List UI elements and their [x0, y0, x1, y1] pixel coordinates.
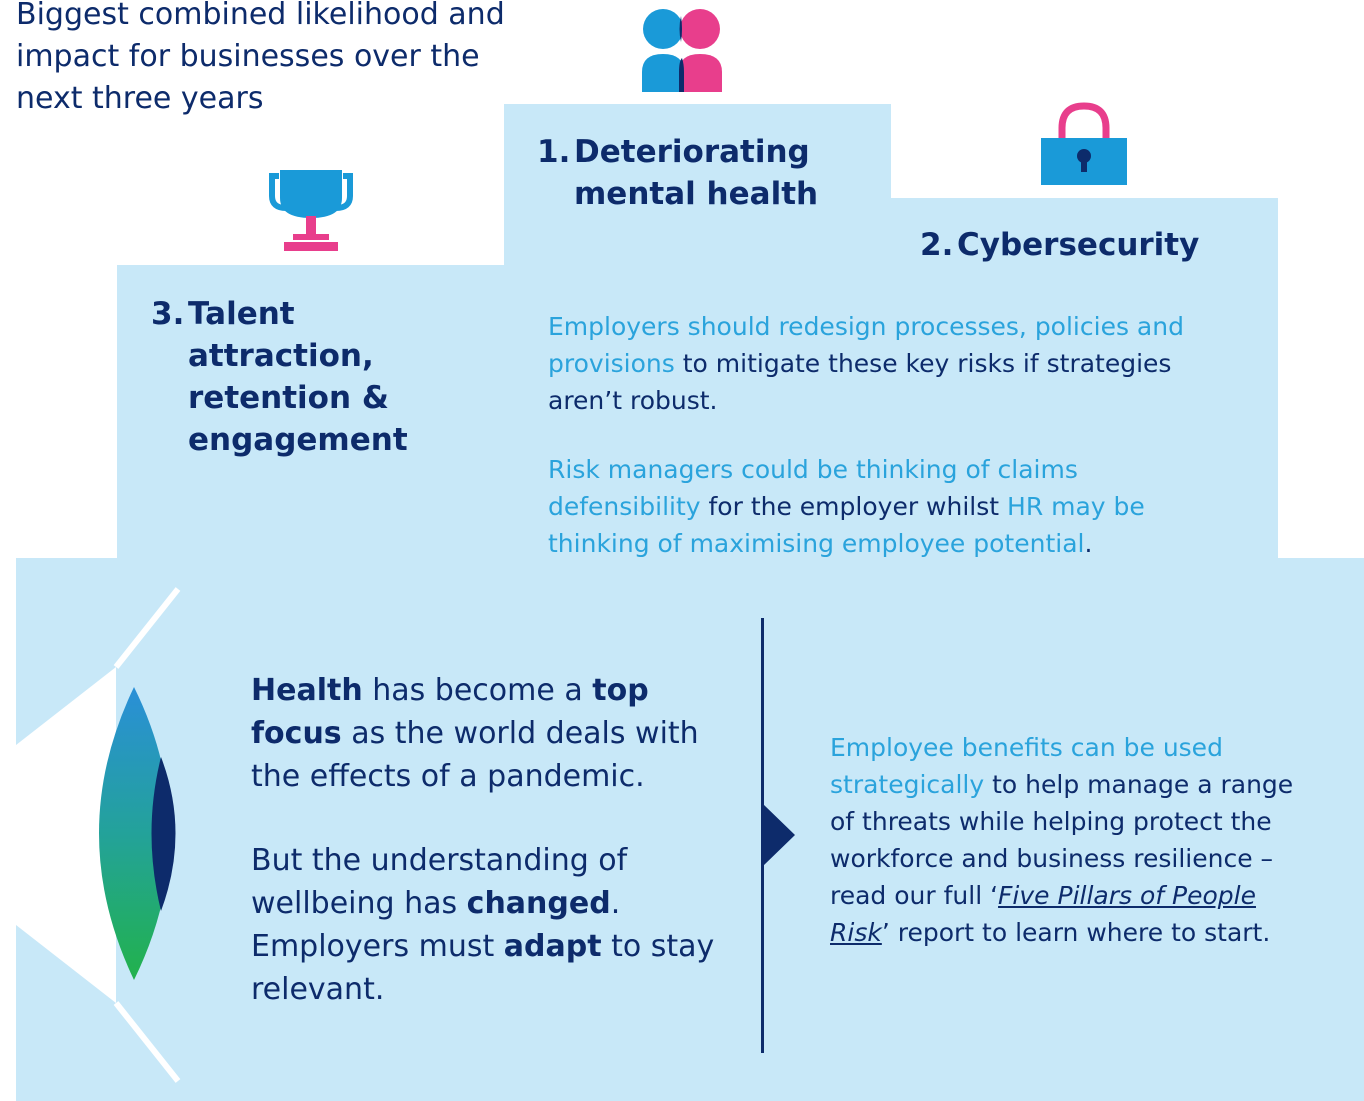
changed-bold: changed	[466, 886, 611, 921]
adapt-bold: adapt	[503, 929, 602, 964]
risk-1-title: 1. Deteriorating mental health	[537, 131, 837, 215]
bottom-panel	[16, 558, 1364, 1101]
top-focus-bold: top focus	[251, 673, 649, 751]
padlock-icon	[1041, 102, 1127, 185]
claims-paragraph: Risk managers could be thinking of claim…	[548, 451, 1208, 562]
benefits-paragraph: Employee benefits can be used strategica…	[830, 729, 1320, 951]
claims-text: for the employer whilst	[700, 492, 1008, 521]
podium-step-2	[891, 198, 1278, 564]
benefits-text-1: to help manage a range of threats while …	[830, 770, 1294, 910]
report-link[interactable]: Five Pillars of People Risk	[830, 881, 1256, 947]
podium-step-1	[504, 104, 891, 564]
risk-2-label: Cybersecurity	[957, 227, 1200, 263]
claims-highlight: Risk managers could be thinking of claim…	[548, 455, 1078, 521]
health-paragraph-1: Health has become a top focus as the wor…	[251, 669, 721, 798]
health-paragraph-2: But the understanding of wellbeing has c…	[251, 839, 721, 1011]
health-text-5: to stay relevant.	[251, 929, 715, 1007]
benefits-highlight: Employee benefits can be used strategica…	[830, 733, 1223, 799]
risk-1-label: Deteriorating mental health	[574, 134, 819, 212]
risk-2-title: 2. Cybersecurity	[920, 224, 1250, 266]
redesign-paragraph: Employers should redesign processes, pol…	[548, 308, 1208, 419]
health-text-4: . Employers must	[251, 886, 621, 964]
intro-heading: Biggest combined likelihood and impact f…	[16, 0, 505, 116]
risk-3-label: Talent attraction, retention & engagemen…	[188, 296, 408, 458]
health-text-2: as the world deals with the effects of a…	[251, 716, 699, 794]
risk-3-title: 3. Talent attraction, retention & engage…	[151, 293, 491, 461]
health-text-1: has become a	[362, 673, 593, 708]
eye-graphic	[16, 587, 181, 1083]
claims-end: .	[1084, 529, 1093, 558]
risk-2-rank: 2.	[920, 227, 954, 263]
health-bold: Health	[251, 673, 363, 708]
risk-3-rank: 3.	[151, 296, 185, 332]
risk-1-rank: 1.	[537, 134, 571, 170]
redesign-highlight: Employers should redesign processes, pol…	[548, 312, 1184, 378]
divider-line	[761, 618, 764, 1053]
trophy-icon	[269, 170, 353, 251]
people-icon	[642, 9, 722, 92]
redesign-text: to mitigate these key risks if strategie…	[548, 349, 1172, 415]
health-text-3: But the understanding of wellbeing has	[251, 843, 628, 921]
benefits-text-2: ’ report to learn where to start.	[881, 918, 1271, 947]
hr-highlight: HR may be thinking of maximising employe…	[548, 492, 1145, 558]
podium-step-3	[117, 265, 504, 564]
arrow-right-icon	[763, 804, 795, 866]
